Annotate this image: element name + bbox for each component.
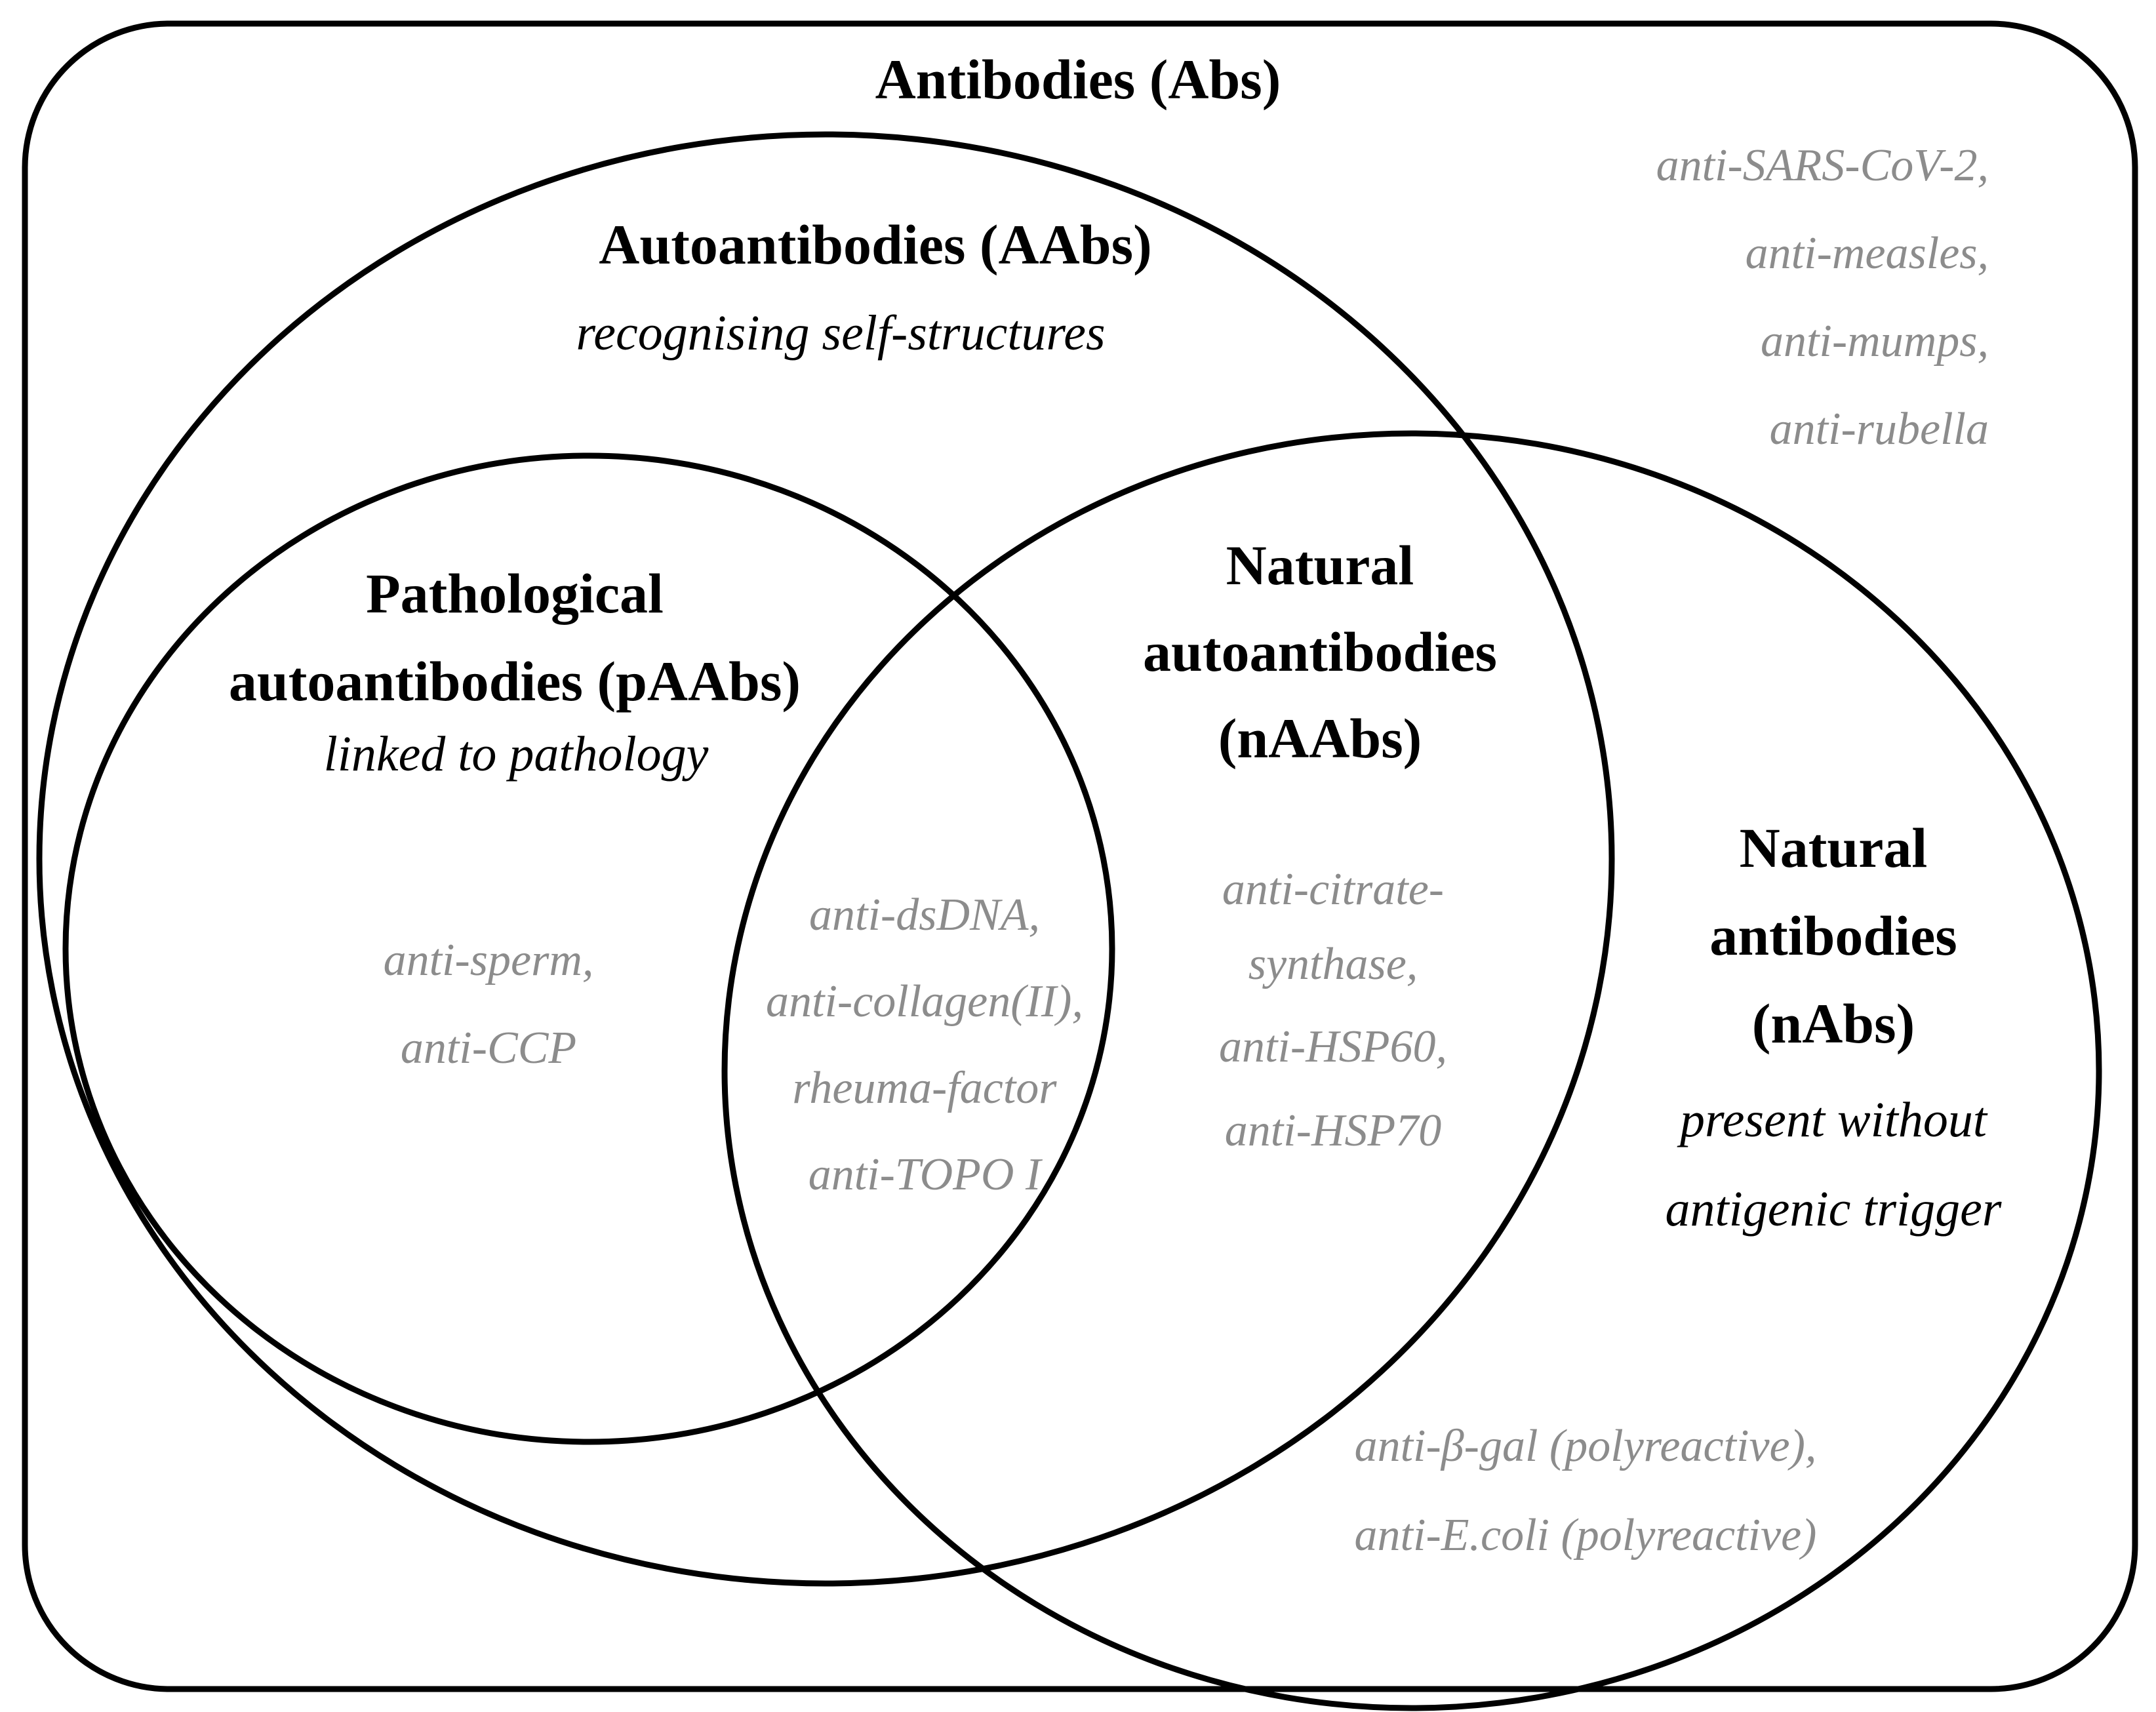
nabs-title: Natural antibodies (nAbs) bbox=[1709, 804, 1957, 1067]
natural-antibodies-circle bbox=[721, 430, 2102, 1711]
antibodies-boundary bbox=[22, 20, 2138, 1692]
naabs-title-line3: (nAAbs) bbox=[1218, 707, 1422, 770]
paabs-title-line2: autoantibodies (pAAbs) bbox=[228, 650, 801, 713]
example-anti-dsdna: anti-dsDNA, bbox=[809, 890, 1040, 940]
example-anti-mumps: anti-mumps, bbox=[1760, 316, 1989, 367]
example-anti-sars-cov-2: anti-SARS-CoV-2, bbox=[1656, 140, 1989, 191]
pathological-autoantibodies-circle bbox=[62, 452, 1115, 1445]
nabs-description-line1: present without bbox=[1680, 1092, 1987, 1147]
naabs-title-line2: autoantibodies bbox=[1142, 620, 1498, 683]
aabs-title: Autoantibodies (AAbs) bbox=[599, 213, 1152, 276]
naabs-examples: anti-citrate- synthase, anti-HSP60, anti… bbox=[1219, 852, 1447, 1168]
example-anti-e-coli: anti-E.coli (polyreactive) bbox=[1354, 1510, 1817, 1561]
paabs-description: linked to pathology bbox=[323, 727, 709, 782]
autoantibodies-circle bbox=[36, 131, 1615, 1587]
example-anti-hsp70: anti-HSP70 bbox=[1224, 1105, 1442, 1156]
example-synthase: synthase, bbox=[1248, 939, 1418, 989]
example-anti-rubella: anti-rubella bbox=[1769, 404, 1989, 454]
nabs-description: present without antigenic trigger bbox=[1666, 1075, 2002, 1254]
example-anti-measles: anti-measles, bbox=[1745, 228, 1989, 279]
example-rheuma-factor: rheuma-factor bbox=[792, 1063, 1057, 1113]
example-anti-ccp: anti-CCP bbox=[400, 1023, 577, 1073]
paabs-title: Pathological autoantibodies (pAAbs) bbox=[229, 549, 801, 725]
naabs-title-line1: Natural bbox=[1226, 534, 1414, 597]
nabs-title-line1: Natural bbox=[1739, 816, 1928, 879]
antibodies-title: Antibodies (Abs) bbox=[875, 48, 1281, 111]
example-anti-sperm: anti-sperm, bbox=[383, 935, 594, 985]
antibodies-examples: anti-SARS-CoV-2, anti-measles, anti-mump… bbox=[1656, 122, 1989, 473]
paabs-title-line1: Pathological bbox=[366, 562, 664, 625]
example-anti-beta-gal: anti-β-gal (polyreactive), bbox=[1354, 1421, 1817, 1471]
aabs-description: recognising self-structures bbox=[576, 306, 1106, 361]
example-anti-hsp60: anti-HSP60, bbox=[1218, 1022, 1448, 1072]
overlap-examples: anti-dsDNA, anti-collagen(II), rheuma-fa… bbox=[766, 872, 1083, 1218]
example-anti-collagen-ii: anti-collagen(II), bbox=[766, 976, 1083, 1027]
example-anti-topo-i: anti-TOPO I bbox=[808, 1149, 1041, 1200]
nabs-description-line2: antigenic trigger bbox=[1665, 1182, 2002, 1237]
nabs-title-line2: antibodies bbox=[1709, 904, 1957, 967]
paabs-examples: anti-sperm, anti-CCP bbox=[384, 917, 594, 1092]
example-anti-citrate: anti-citrate- bbox=[1222, 864, 1445, 915]
naabs-title: Natural autoantibodies (nAAbs) bbox=[1143, 522, 1497, 782]
nabs-examples: anti-β-gal (polyreactive), anti-E.coli (… bbox=[1355, 1402, 1817, 1580]
nabs-title-line3: (nAbs) bbox=[1751, 992, 1915, 1055]
